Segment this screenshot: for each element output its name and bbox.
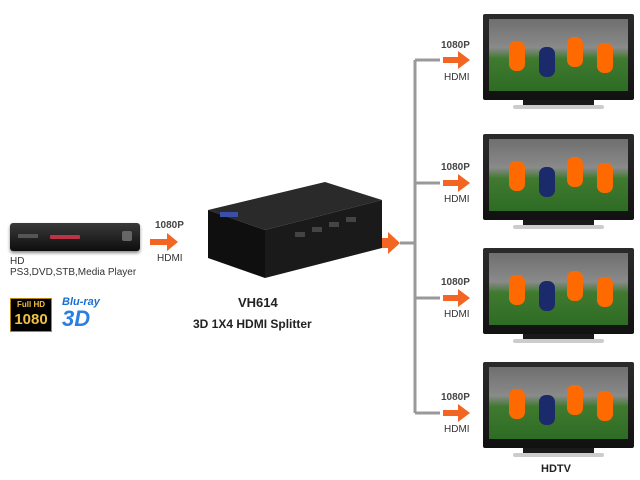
- tv-screen-image: [489, 367, 628, 439]
- hdtv-label: HDTV: [541, 463, 571, 475]
- output-arrow: [443, 404, 470, 422]
- bluray-badge-top: Blu-ray: [62, 296, 100, 308]
- fullhd-badge: Full HD 1080: [10, 298, 52, 332]
- output-arrow: [443, 174, 470, 192]
- output-res-label: 1080P: [441, 40, 470, 51]
- fullhd-badge-bottom: 1080: [14, 311, 48, 328]
- output-hdmi-label: HDMI: [444, 72, 470, 83]
- splitter-device: [208, 182, 382, 278]
- fullhd-badge-top: Full HD: [17, 300, 45, 309]
- source-hdmi-label: HDMI: [157, 253, 183, 264]
- output-arrow: [443, 289, 470, 307]
- output-res-label: 1080P: [441, 277, 470, 288]
- hdtv-display: [483, 248, 634, 344]
- source-label-line2: PS3,DVD,STB,Media Player: [10, 267, 137, 278]
- device-model: VH614: [238, 295, 278, 310]
- source-res-label: 1080P: [155, 220, 184, 231]
- splitter-out-arrow: [370, 232, 400, 254]
- hdtv-display: [483, 362, 634, 458]
- tv-screen-image: [489, 19, 628, 91]
- output-arrow: [443, 51, 470, 69]
- output-hdmi-label: HDMI: [444, 309, 470, 320]
- output-hdmi-label: HDMI: [444, 424, 470, 435]
- source-player-device: [10, 223, 140, 251]
- hdtv-display: [483, 14, 634, 110]
- source-arrow: [150, 233, 178, 251]
- hdtv-display: [483, 134, 634, 230]
- output-res-label: 1080P: [441, 162, 470, 173]
- bluray-badge-bottom: 3D: [62, 306, 91, 331]
- tv-screen-image: [489, 139, 628, 211]
- output-res-label: 1080P: [441, 392, 470, 403]
- tv-screen-image: [489, 253, 628, 325]
- output-hdmi-label: HDMI: [444, 194, 470, 205]
- device-description: 3D 1X4 HDMI Splitter: [193, 317, 312, 331]
- source-label-line1: HD: [10, 256, 25, 267]
